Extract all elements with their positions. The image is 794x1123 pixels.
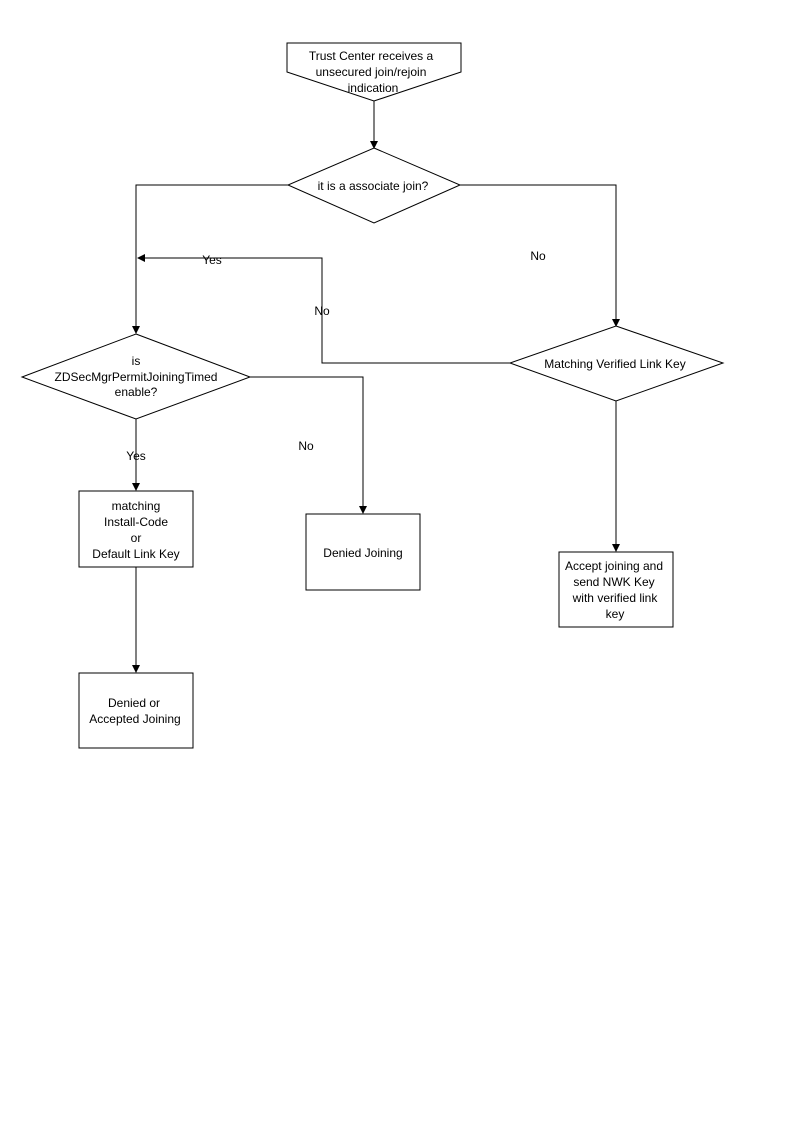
decision-permit-joining: is ZDSecMgrPermitJoiningTimed enable? [20, 333, 252, 420]
edge-label-associate-no: No [530, 249, 546, 263]
box-denied-or-accepted-shape [78, 672, 194, 749]
decision-associate-join: it is a associate join? [286, 147, 462, 224]
arrowhead-down-icon [612, 544, 620, 552]
decision-verified-link-key-shape [508, 325, 725, 402]
edge-label-permit-yes: Yes [126, 449, 146, 463]
box-accept-verified-label-line-2: send NWK Key [573, 575, 654, 589]
box-denied-joining-label: Denied Joining [323, 546, 402, 560]
box-install-code: matching Install-Code or Default Link Ke… [78, 490, 194, 568]
connector-associate-no [460, 184, 617, 320]
connectors [132, 101, 620, 673]
box-install-code-label-line-3: or [131, 531, 142, 545]
start-node-label-line-3: indication [348, 81, 399, 95]
box-accept-verified-label-line-3: with verified link [572, 591, 659, 605]
connector-associate-yes [135, 184, 288, 327]
arrowhead-down-icon [132, 483, 140, 491]
start-node: Trust Center receives a unsecured join/r… [286, 42, 462, 102]
box-accept-verified-label-line-1: Accept joining and [565, 559, 663, 573]
decision-permit-joining-label-line-2: ZDSecMgrPermitJoiningTimed [55, 370, 218, 384]
edge-label-verified-no: No [314, 304, 330, 318]
decision-permit-joining-label-line-1: is [132, 354, 141, 368]
arrowhead-down-icon [132, 665, 140, 673]
edge-label-permit-no: No [298, 439, 314, 453]
box-denied-joining: Denied Joining [305, 513, 421, 591]
start-node-label-line-1: Trust Center receives a [309, 49, 434, 63]
start-node-label-line-2: unsecured join/rejoin [316, 65, 427, 79]
decision-permit-joining-shape [20, 333, 252, 420]
box-denied-joining-shape [305, 513, 421, 591]
box-denied-or-accepted-label-line-2: Accepted Joining [89, 712, 180, 726]
edge-labels: Yes No No Yes No [126, 249, 546, 463]
arrowhead-down-icon [359, 506, 367, 514]
box-accept-verified: Accept joining and send NWK Key with ver… [558, 551, 674, 628]
decision-permit-joining-label-line-3: enable? [115, 385, 158, 399]
edge-label-associate-yes: Yes [202, 253, 222, 267]
connector-verified-no [144, 257, 510, 364]
box-install-code-shape [78, 490, 194, 568]
arrowhead-left-icon [137, 254, 145, 262]
decision-verified-link-key: Matching Verified Link Key [508, 325, 725, 402]
box-denied-or-accepted: Denied or Accepted Joining [78, 672, 194, 749]
connector-permit-no [250, 376, 364, 507]
decision-associate-join-shape [286, 147, 462, 224]
box-install-code-label-line-1: matching [112, 499, 161, 513]
arrowhead-down-icon [612, 319, 620, 327]
arrowhead-down-icon [370, 141, 378, 149]
decision-associate-join-label: it is a associate join? [318, 179, 429, 193]
arrowhead-down-icon [132, 326, 140, 334]
start-node-shape [286, 42, 462, 102]
decision-verified-link-key-label: Matching Verified Link Key [544, 357, 685, 371]
box-accept-verified-label-line-4: key [606, 607, 625, 621]
box-denied-or-accepted-label-line-1: Denied or [108, 696, 160, 710]
box-install-code-label-line-4: Default Link Key [92, 547, 179, 561]
box-install-code-label-line-2: Install-Code [104, 515, 168, 529]
box-accept-verified-shape [558, 551, 674, 628]
